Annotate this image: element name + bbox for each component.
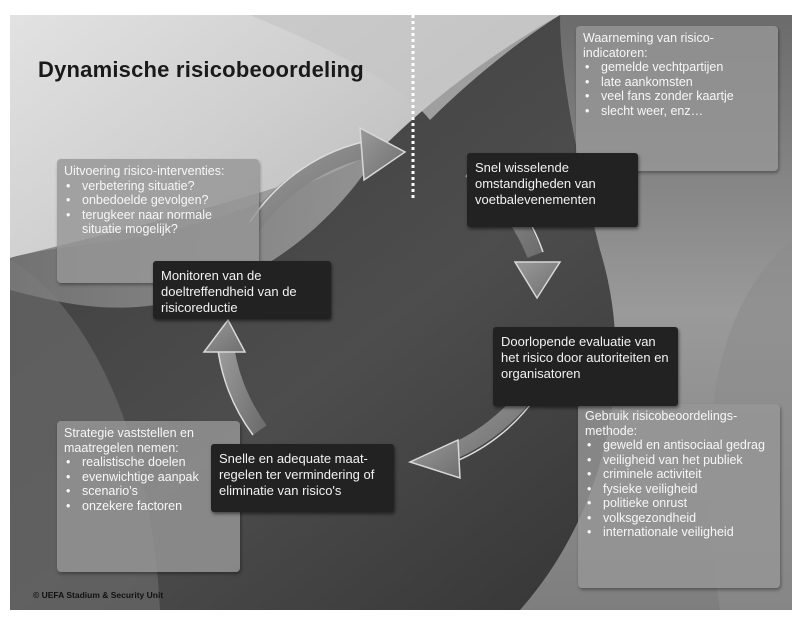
- copyright-notice: © UEFA Stadium & Security Unit: [33, 590, 164, 600]
- list-item: realistische doelen: [64, 455, 233, 470]
- bullet-list: geweld en antisociaal gedrag veiligheid …: [585, 438, 773, 540]
- bullet-list: verbetering situatie? onbedoelde gevolge…: [64, 179, 252, 237]
- info-box-heading: Uitvoering risico-interventies:: [64, 164, 225, 178]
- cycle-step-measures: Snelle en adequate maat-regelen ter verm…: [211, 444, 394, 512]
- list-item: onbedoelde gevolgen?: [64, 193, 252, 208]
- list-item: slecht weer, enz…: [583, 104, 771, 119]
- info-box-heading: Gebruik risicobeoordelings-methode:: [585, 409, 738, 438]
- info-box-heading: Strategie vaststellen en maatregelen nem…: [64, 426, 194, 455]
- list-item: geweld en antisociaal gedrag: [585, 438, 773, 453]
- list-item: gemelde vechtpartijen: [583, 60, 771, 75]
- list-item: politieke onrust: [585, 496, 773, 511]
- page-title: Dynamische risicobeoordeling: [38, 57, 364, 82]
- list-item: veel fans zonder kaartje: [583, 89, 771, 104]
- cycle-step-continuous-evaluation: Doorlopende evaluatie van het risico doo…: [493, 327, 678, 406]
- info-box-gebruik: Gebruik risicobeoordelings-methode: gewe…: [578, 404, 780, 588]
- list-item: volksgezondheid: [585, 511, 773, 526]
- list-item: late aankomsten: [583, 75, 771, 90]
- list-item: evenwichtige aanpak: [64, 470, 233, 485]
- info-box-waarneming: Waarneming van risico-indicatoren: gemel…: [576, 26, 778, 171]
- list-item: onzekere factoren: [64, 499, 233, 514]
- bullet-list: realistische doelen evenwichtige aanpak …: [64, 455, 233, 513]
- cycle-step-monitoring: Monitoren van de doeltreffendheid van de…: [153, 261, 331, 319]
- list-item: veiligheid van het publiek: [585, 453, 773, 468]
- list-item: fysieke veiligheid: [585, 482, 773, 497]
- bullet-list: gemelde vechtpartijen late aankomsten ve…: [583, 60, 771, 118]
- list-item: verbetering situatie?: [64, 179, 252, 194]
- list-item: criminele activiteit: [585, 467, 773, 482]
- info-box-heading: Waarneming van risico-indicatoren:: [583, 31, 714, 60]
- info-box-strategie: Strategie vaststellen en maatregelen nem…: [57, 421, 240, 572]
- list-item: internationale veiligheid: [585, 525, 773, 540]
- list-item: terugkeer naar normale situatie mogelijk…: [64, 208, 252, 237]
- list-item: scenario's: [64, 484, 233, 499]
- cycle-step-changing-circumstances: Snel wisselende omstandigheden van voetb…: [467, 153, 638, 227]
